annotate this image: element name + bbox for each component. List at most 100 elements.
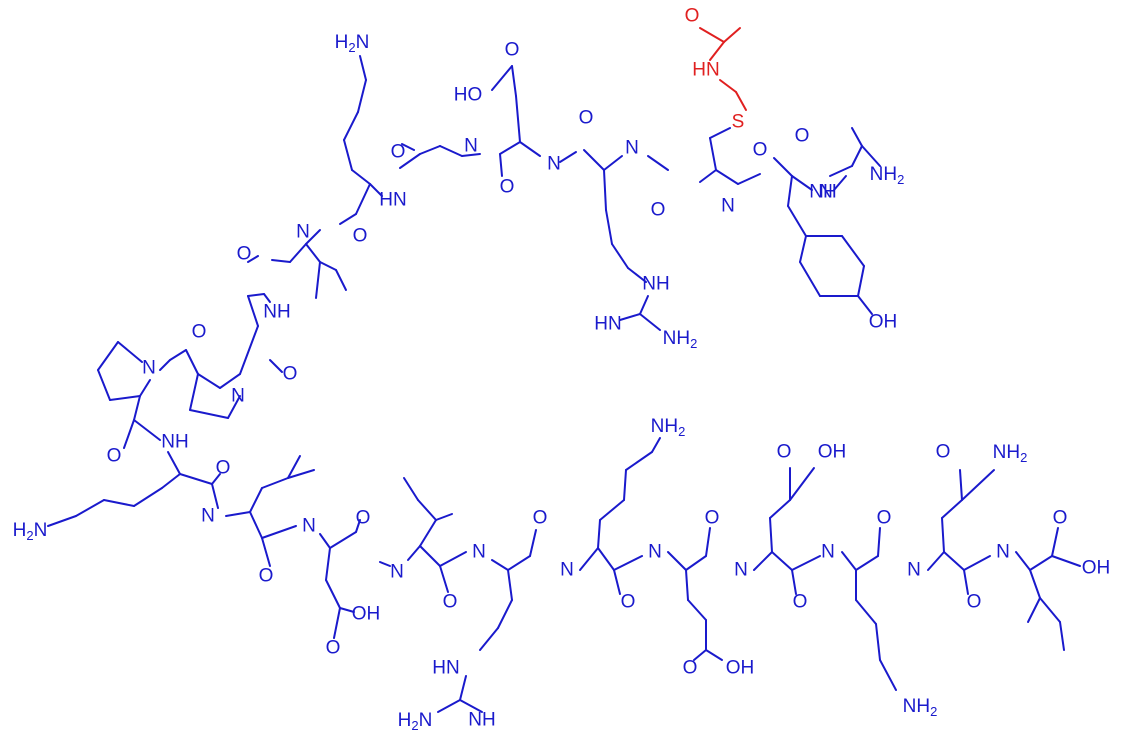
bond-118 [491, 559, 509, 571]
bond-123 [479, 627, 499, 651]
bond-13 [841, 235, 865, 267]
bond-9 [799, 235, 807, 263]
atom-label-nh2-q: NH2 [993, 442, 1028, 465]
bond-7 [787, 175, 793, 207]
bond-107 [339, 607, 355, 613]
bond-106 [325, 579, 341, 609]
bond-91 [47, 515, 77, 527]
bond-47 [401, 143, 415, 151]
atom-label-o-c1: O [651, 200, 666, 221]
atom-label-n-i2: N [390, 562, 404, 583]
bond-56 [305, 229, 321, 245]
bond-28 [583, 149, 605, 171]
atom-label-o-i3: O [1053, 508, 1068, 529]
bond-100 [261, 537, 271, 567]
bond-148 [769, 517, 773, 553]
bond-35 [639, 313, 661, 331]
atom-label-n-d1: N [547, 154, 561, 175]
atom-label-o-a: O [795, 126, 810, 147]
bond-173 [1039, 597, 1061, 623]
bond-54 [355, 183, 371, 215]
bond-162 [963, 555, 991, 571]
atom-label-hn-r1: HN [594, 314, 621, 335]
bond-134 [625, 451, 653, 471]
bond-167 [1015, 551, 1031, 571]
bond-114 [403, 477, 419, 501]
atom-label-hn-k1: HN [379, 190, 406, 211]
bond-48 [369, 183, 383, 197]
bond-153 [855, 555, 879, 571]
bond-0 [851, 127, 863, 147]
bond-146 [791, 569, 797, 595]
bond-99 [249, 511, 263, 539]
bond-89 [103, 499, 135, 507]
bond-170 [1051, 555, 1081, 567]
bond-142 [693, 649, 707, 661]
atom-label-s: S [732, 112, 745, 133]
bond-21 [735, 91, 747, 111]
atom-label-o-e2: O [793, 592, 808, 613]
bond-58 [271, 259, 291, 263]
atom-label-oh-e1: OH [726, 658, 755, 679]
atom-label-nh-r1: NH [642, 274, 669, 295]
bond-44 [439, 145, 463, 157]
bond-97 [287, 455, 301, 479]
atom-label-oh-y: OH [869, 312, 898, 333]
bond-50 [343, 139, 353, 171]
atom-label-o-k3: O [621, 592, 636, 613]
bond-64 [263, 293, 271, 303]
atom-label-n-e1: N [648, 542, 662, 563]
bond-73 [189, 409, 229, 419]
bond-2 [829, 165, 853, 177]
bond-116 [439, 565, 449, 593]
bond-102 [319, 533, 331, 549]
bond-30 [605, 209, 613, 245]
atom-label-n-k4: N [821, 542, 835, 563]
bond-149 [769, 499, 791, 519]
bond-74 [227, 395, 241, 419]
bond-38 [499, 141, 521, 155]
bond-110 [407, 545, 421, 561]
bond-23 [709, 41, 725, 61]
bond-115 [419, 545, 441, 567]
bond-53 [359, 55, 367, 81]
bond-78 [97, 341, 119, 371]
atom-label-o-ac: O [685, 6, 700, 27]
bond-5 [791, 175, 813, 191]
bond-34 [619, 313, 641, 321]
bond-122 [497, 599, 513, 629]
bond-105 [325, 547, 331, 581]
bond-27 [603, 155, 623, 171]
bond-169 [1051, 527, 1059, 557]
atom-label-oh-i3: OH [1082, 558, 1111, 579]
atom-label-o-p1b: O [107, 446, 122, 467]
bond-137 [685, 555, 707, 571]
bond-90 [75, 499, 105, 517]
bond-158 [879, 659, 897, 691]
atom-label-nh2-a: NH2 [870, 164, 905, 187]
bond-85 [167, 451, 181, 475]
bond-154 [877, 527, 881, 557]
bond-81 [139, 379, 151, 397]
atom-label-oh-d2: OH [352, 604, 381, 625]
atom-label-o-k1: O [353, 226, 368, 247]
bond-69 [197, 373, 221, 389]
bond-22 [719, 79, 737, 93]
bond-171 [1029, 569, 1041, 599]
bond-45 [419, 145, 441, 155]
bond-111 [419, 519, 437, 547]
atom-label-nh-r2: NH [468, 710, 495, 731]
bond-lines [47, 27, 1081, 713]
bond-151 [789, 467, 815, 501]
atom-label-n-i1: N [296, 222, 310, 243]
bond-94 [225, 511, 251, 517]
bond-12 [857, 265, 865, 297]
atom-label-o-r1: O [579, 108, 594, 129]
bond-16 [737, 173, 761, 185]
bond-76 [159, 359, 171, 371]
atom-label-nh2-r1: NH2 [663, 328, 698, 351]
bond-72 [189, 373, 199, 411]
atom-label-n-q: N [907, 560, 921, 581]
bond-41 [491, 65, 513, 91]
